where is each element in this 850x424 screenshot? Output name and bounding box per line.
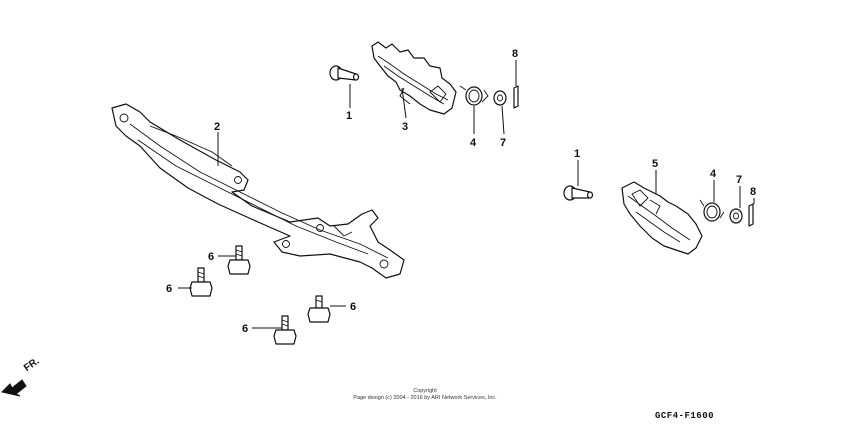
callout-1-left: 1 [346,110,352,122]
bolt-part-6-c[interactable] [307,295,331,323]
cotter-pin-part-8-left[interactable] [513,85,519,109]
diagram-code: GCF4-F1600 [655,411,715,421]
callout-4-left: 4 [470,137,477,149]
callout-7-left: 7 [500,137,506,149]
cotter-pin-part-8-right[interactable] [748,203,754,227]
callout-7-right: 7 [736,174,742,186]
callout-3: 3 [402,121,408,133]
callout-6-b: 6 [166,283,172,295]
spring-part-4-right[interactable] [699,199,725,222]
copyright-notice: Copyright Page design (c) 2004 - 2016 by… [300,388,550,402]
callout-2: 2 [214,121,220,133]
washer-part-7-left[interactable] [493,90,507,106]
callout-6-d: 6 [242,323,248,335]
callout-6-c: 6 [350,301,356,313]
bolt-part-6-a[interactable] [227,245,251,275]
step-bar-part-2[interactable] [111,103,405,279]
callout-4-right: 4 [710,168,717,180]
washer-part-7-right[interactable] [729,208,743,224]
callout-1-right: 1 [574,148,580,160]
copyright-line-1: Copyright [413,388,437,394]
leader-lines [178,60,755,329]
callout-8-right: 8 [750,186,756,198]
bolt-part-6-b[interactable] [189,267,213,297]
pin-part-1-right[interactable] [563,185,594,201]
bolt-part-6-d[interactable] [273,315,297,345]
copyright-line-2: Page design (c) 2004 - 2016 by ARI Netwo… [353,395,497,401]
spring-part-4-left[interactable] [459,85,489,106]
callout-6-a: 6 [208,251,214,263]
callout-5: 5 [652,158,658,170]
callout-8-left: 8 [512,48,518,60]
pin-part-1-left[interactable] [329,65,360,81]
footpeg-part-5[interactable] [621,181,703,255]
footpeg-part-3[interactable] [371,41,457,115]
front-direction-arrow-icon [1,379,27,397]
